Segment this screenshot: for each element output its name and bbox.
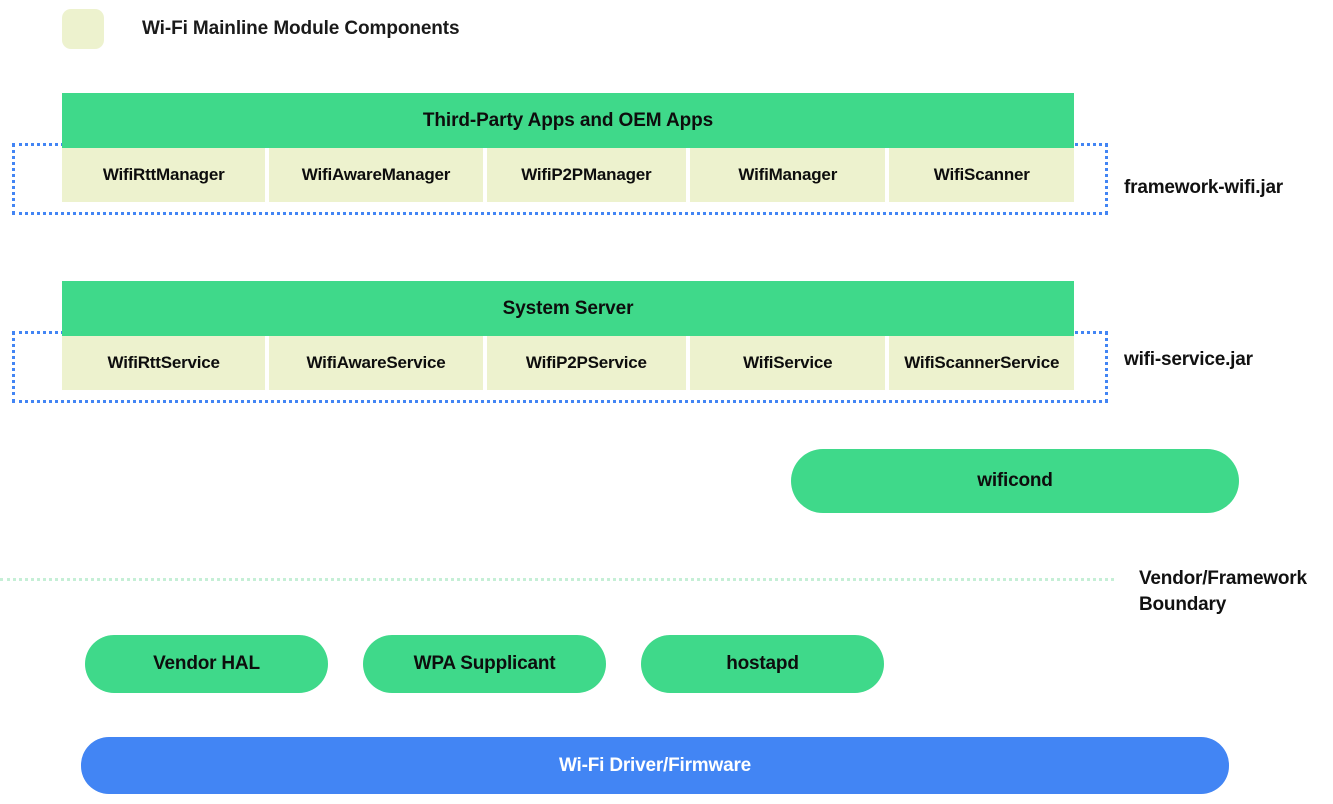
cell-wifiscannerservice[interactable]: WifiScannerService: [889, 336, 1074, 390]
node-hostapd[interactable]: hostapd: [641, 635, 884, 693]
legend-swatch-mainline-module: [62, 9, 104, 49]
cell-wifip2pmanager[interactable]: WifiP2PManager: [486, 148, 687, 202]
layer-header-label: Third-Party Apps and OEM Apps: [422, 109, 714, 131]
jar-label-wifi-service: wifi-service.jar: [1124, 349, 1253, 370]
cell-label: WifiP2PService: [525, 353, 647, 372]
cell-label: WifiP2PManager: [521, 165, 652, 184]
cell-row-framework: WifiRttManager WifiAwareManager WifiP2PM…: [62, 148, 1074, 202]
node-wificond[interactable]: wificond: [791, 449, 1239, 513]
cell-wifirttmanager[interactable]: WifiRttManager: [62, 148, 266, 202]
cell-wifiscanner[interactable]: WifiScanner: [889, 148, 1074, 202]
node-label: wificond: [977, 470, 1053, 491]
node-wifi-driver-firmware[interactable]: Wi-Fi Driver/Firmware: [81, 737, 1229, 794]
cell-wifiservice[interactable]: WifiService: [690, 336, 886, 390]
layer-header-label: System Server: [502, 297, 634, 319]
cell-label: WifiService: [743, 353, 833, 372]
node-label: hostapd: [726, 653, 799, 674]
cell-label: WifiScanner: [933, 165, 1030, 184]
cell-label: WifiManager: [738, 165, 838, 184]
legend-label: Wi-Fi Mainline Module Components: [142, 18, 460, 39]
cell-wifiawareservice[interactable]: WifiAwareService: [269, 336, 483, 390]
cell-wifip2pservice[interactable]: WifiP2PService: [486, 336, 687, 390]
layer-header-third-party-apps: Third-Party Apps and OEM Apps: [62, 93, 1074, 148]
cell-label: WifiAwareService: [306, 353, 446, 372]
cell-wifiawaremanager[interactable]: WifiAwareManager: [269, 148, 483, 202]
cell-label: WifiAwareManager: [301, 165, 451, 184]
layer-group-framework: Third-Party Apps and OEM Apps WifiRttMan…: [62, 93, 1074, 202]
cell-wifirttservice[interactable]: WifiRttService: [62, 336, 266, 390]
node-vendor-hal[interactable]: Vendor HAL: [85, 635, 328, 693]
node-label: Wi-Fi Driver/Firmware: [558, 754, 752, 776]
jar-label-framework-wifi: framework-wifi.jar: [1124, 177, 1284, 198]
node-label: WPA Supplicant: [413, 653, 556, 674]
vendor-framework-boundary-line: [0, 578, 1114, 581]
boundary-label-line1: Vendor/Framework: [1139, 568, 1307, 589]
vendor-framework-boundary-label: Vendor/Framework Boundary: [1139, 566, 1333, 618]
boundary-label-line2: Boundary: [1139, 594, 1227, 615]
node-label: Vendor HAL: [153, 653, 260, 674]
cell-label: WifiRttManager: [102, 165, 225, 184]
cell-wifimanager[interactable]: WifiManager: [690, 148, 886, 202]
cell-label: WifiRttService: [107, 353, 221, 372]
layer-header-system-server: System Server: [62, 281, 1074, 336]
cell-row-system-server: WifiRttService WifiAwareService WifiP2PS…: [62, 336, 1074, 390]
cell-label: WifiScannerService: [904, 353, 1060, 372]
node-wpa-supplicant[interactable]: WPA Supplicant: [363, 635, 606, 693]
layer-group-system-server: System Server WifiRttService WifiAwareSe…: [62, 281, 1074, 390]
legend: Wi-Fi Mainline Module Components: [62, 9, 460, 49]
